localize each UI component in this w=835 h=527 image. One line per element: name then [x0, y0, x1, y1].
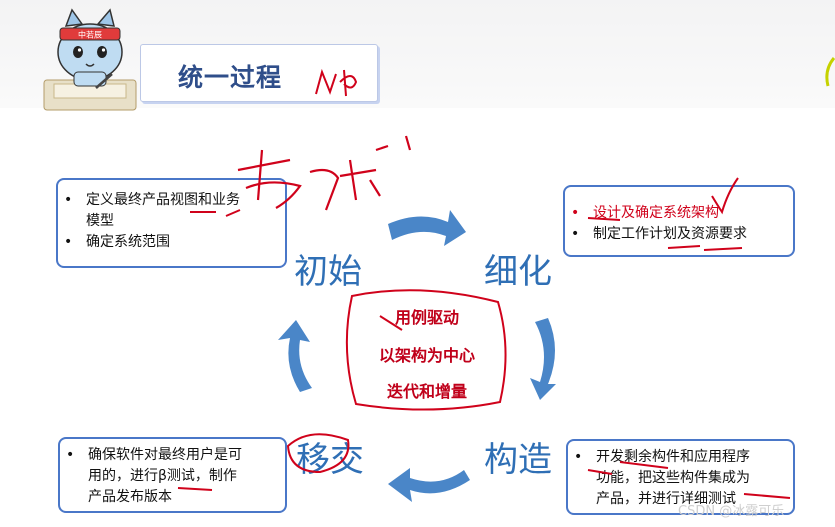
phase-inception: 初始 [294, 252, 362, 292]
elaboration-box: •设计及确定系统架构 •制定工作计划及资源要求 [563, 185, 795, 257]
list-item: 产品，并进行详细测试 [596, 491, 736, 507]
headband-text: 中若辰 [78, 30, 102, 40]
arrow-inception-to-elaboration-icon [388, 210, 466, 246]
list-item: 用的，进行β测试，制作 [88, 468, 237, 484]
construction-box: •开发剩余构件和应用程序 功能，把这些构件集成为 产品，并进行详细测试 [566, 439, 795, 515]
list-item: 模型 [86, 213, 114, 229]
list-item: •确保软件对最终用户是可 [66, 447, 242, 463]
list-item: •制定工作计划及资源要求 [571, 226, 747, 242]
list-item: 产品发布版本 [88, 489, 172, 505]
title-banner [140, 44, 378, 102]
list-item: •定义最终产品视图和业务 [64, 192, 240, 208]
center-line-1: 用例驱动 [394, 308, 459, 327]
check-mark-annotation [711, 177, 739, 215]
center-line-2: 以架构为中心 [378, 346, 475, 365]
page-title: 统一过程 [178, 63, 283, 92]
center-circle-annotation [345, 289, 507, 411]
list-item: •开发剩余构件和应用程序 [574, 449, 750, 465]
center-line-3: 迭代和增量 [386, 382, 467, 401]
list-item: 功能，把这些构件集成为 [596, 470, 750, 486]
arrow-construction-to-transition-icon [388, 468, 470, 502]
title-scribble-annotation [315, 68, 358, 97]
list-item: •设计及确定系统架构 [571, 205, 719, 221]
list-item: •确定系统范围 [64, 234, 170, 250]
edge-circle-icon [825, 57, 835, 87]
arrow-transition-to-inception-icon [278, 320, 312, 392]
watermark: CSDN @冰露可乐 [678, 504, 785, 519]
cat-mascot-icon: 中若辰 [43, 8, 137, 111]
transition-box: •确保软件对最终用户是可 用的，进行β测试，制作 产品发布版本 [58, 437, 287, 513]
phase-transition: 移交 [296, 440, 364, 480]
handwriting-annotation [237, 135, 412, 211]
inception-box: •定义最终产品视图和业务 模型 •确定系统范围 [56, 178, 287, 268]
phase-construction: 构造 [484, 440, 552, 480]
phase-elaboration: 细化 [484, 252, 552, 292]
transition-circle-annotation [286, 433, 350, 474]
underline-annotations [177, 209, 791, 499]
arrow-elaboration-to-construction-icon [530, 318, 556, 400]
header-band [0, 0, 835, 108]
